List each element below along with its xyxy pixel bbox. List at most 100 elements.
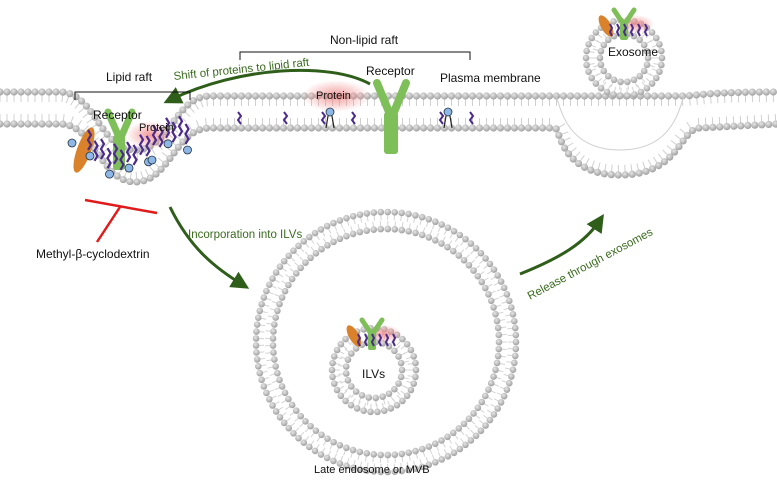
shift-arrow [163, 68, 371, 104]
lipid-head [587, 92, 596, 100]
sphingolipid-head [443, 107, 453, 117]
lipid-head [278, 383, 286, 390]
lipid-head [650, 92, 659, 100]
lipid-head [617, 92, 624, 100]
lipid-head [312, 250, 320, 257]
lipid-head [269, 342, 277, 349]
lipid-head [336, 460, 344, 467]
sphingolipid-head [67, 138, 77, 148]
lipid-head [370, 451, 378, 458]
lipid-head [258, 92, 267, 100]
cholesterol [99, 138, 106, 160]
lipid-head [356, 448, 364, 456]
lipid-head [323, 454, 331, 462]
lipid-head [318, 431, 325, 439]
lipid-head [285, 252, 292, 260]
lipid-head [702, 124, 710, 132]
raft-cholesterol-cluster [67, 115, 192, 179]
lipid-head [311, 229, 319, 237]
receptor-right-shape [373, 79, 410, 154]
lipid-head [403, 340, 411, 348]
lipid-head [410, 353, 418, 360]
lipid-head [293, 124, 302, 132]
lipid-head [405, 210, 412, 218]
lipid-head [734, 88, 742, 97]
lipid-head [486, 260, 494, 268]
lipid-head [3, 120, 11, 128]
lipid-head [670, 148, 679, 156]
lipid-head [356, 124, 365, 132]
lipid-head [31, 88, 39, 96]
lipid-head [10, 88, 18, 96]
lipid-head [77, 97, 86, 105]
lipid-head [395, 380, 402, 387]
lipid-head [675, 142, 683, 151]
lipid-head [342, 335, 349, 343]
cholesterol [608, 23, 614, 37]
lipid-head [412, 92, 421, 100]
lipid-head [438, 456, 446, 463]
lipid-head [503, 290, 511, 298]
lipid-head [636, 72, 644, 80]
lipid-head [737, 122, 745, 130]
lipid-head [265, 92, 274, 100]
lipid-head [146, 174, 154, 182]
lipid-tail [331, 115, 335, 129]
lipid-head [482, 124, 491, 132]
lipid-head [330, 353, 338, 360]
late-endosome-label: Late endosome or MVB [314, 464, 430, 476]
lipid-head [295, 242, 302, 250]
lipid-head [260, 294, 268, 301]
lipid-head [494, 272, 502, 279]
lipid-head [209, 124, 218, 132]
lipid-head [344, 356, 352, 363]
lipid-head [403, 392, 411, 400]
lipid-head [337, 340, 345, 348]
lipid-head [769, 88, 777, 96]
lipid-head [265, 124, 274, 132]
lipid-tail [325, 115, 329, 129]
cholesterol [184, 123, 190, 145]
lipid-head [454, 92, 463, 100]
lipid-head [482, 422, 489, 429]
lipid-head [356, 228, 364, 236]
lipid-head [288, 275, 296, 283]
lipid-head [524, 124, 533, 132]
lipid-head [426, 92, 435, 100]
lipid-head [449, 247, 457, 255]
lipid-head [398, 209, 405, 217]
lipid-head [495, 345, 503, 353]
lipid-head [344, 377, 352, 384]
lipid-head [481, 284, 489, 292]
cholesterol [468, 111, 475, 125]
lipid-head [552, 125, 560, 133]
lipid-head [688, 126, 697, 135]
lipid-head [482, 255, 489, 262]
lipid-head [254, 314, 262, 322]
lipid-head [263, 389, 270, 397]
lipid-head [664, 92, 673, 100]
lipid-head [509, 366, 517, 374]
lipid-head [285, 395, 292, 403]
lipid-head [119, 175, 127, 184]
lipid-head [328, 124, 337, 132]
lipid-head [353, 405, 361, 412]
lipid-head [330, 238, 337, 246]
cholesterol [145, 135, 151, 157]
lipid-head [170, 149, 178, 157]
lipid-head [462, 235, 469, 243]
lipid-head [306, 443, 313, 451]
lipid-head [337, 392, 345, 400]
lipid-head [524, 92, 533, 100]
lipid-head [349, 230, 357, 238]
lipid-head [468, 124, 477, 132]
lipid-head [486, 416, 494, 424]
lipid-head [405, 466, 412, 474]
lipid-head [272, 314, 279, 321]
lipid-head [179, 106, 187, 114]
lipid-head [468, 92, 477, 100]
lipid-head [77, 129, 86, 137]
lipid-head [531, 124, 540, 132]
lipid-head [358, 392, 366, 399]
lipid-head [266, 396, 273, 403]
